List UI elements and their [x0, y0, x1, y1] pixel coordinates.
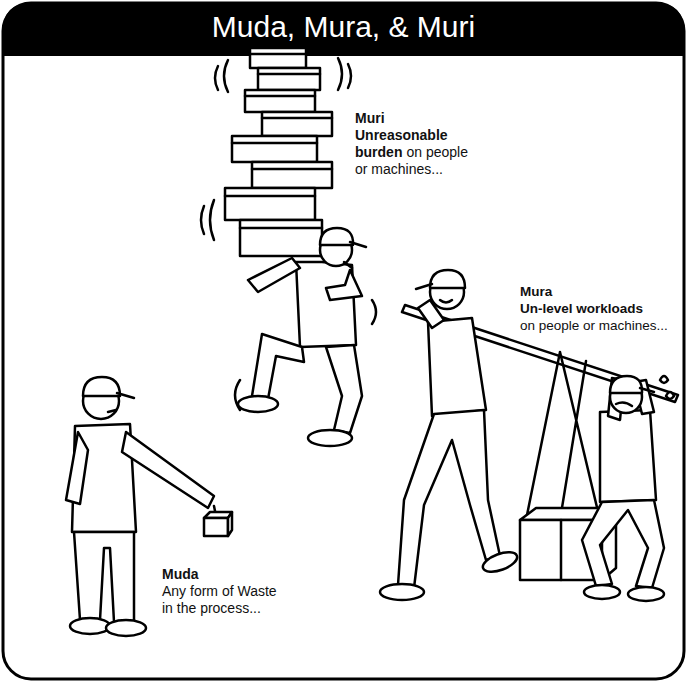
mura-note: MuraUn-level workloadson people or machi… — [520, 283, 680, 334]
term-label: Un-level workloads — [520, 300, 680, 317]
term-label: Mura — [520, 283, 680, 300]
term-label: Muri — [355, 110, 479, 127]
term-label: Muda — [162, 566, 290, 583]
muda-note: MudaAny form of Waste in the process... — [162, 566, 290, 617]
muri-note: MuriUnreasonable burdenon people or mach… — [355, 110, 479, 178]
muri-worker — [201, 48, 376, 446]
title: Muda, Mura, & Muri — [0, 9, 687, 45]
description-label: Any form of Waste in the process... — [162, 583, 290, 617]
description-label: on people or machines... — [520, 317, 680, 334]
frame — [3, 3, 684, 679]
